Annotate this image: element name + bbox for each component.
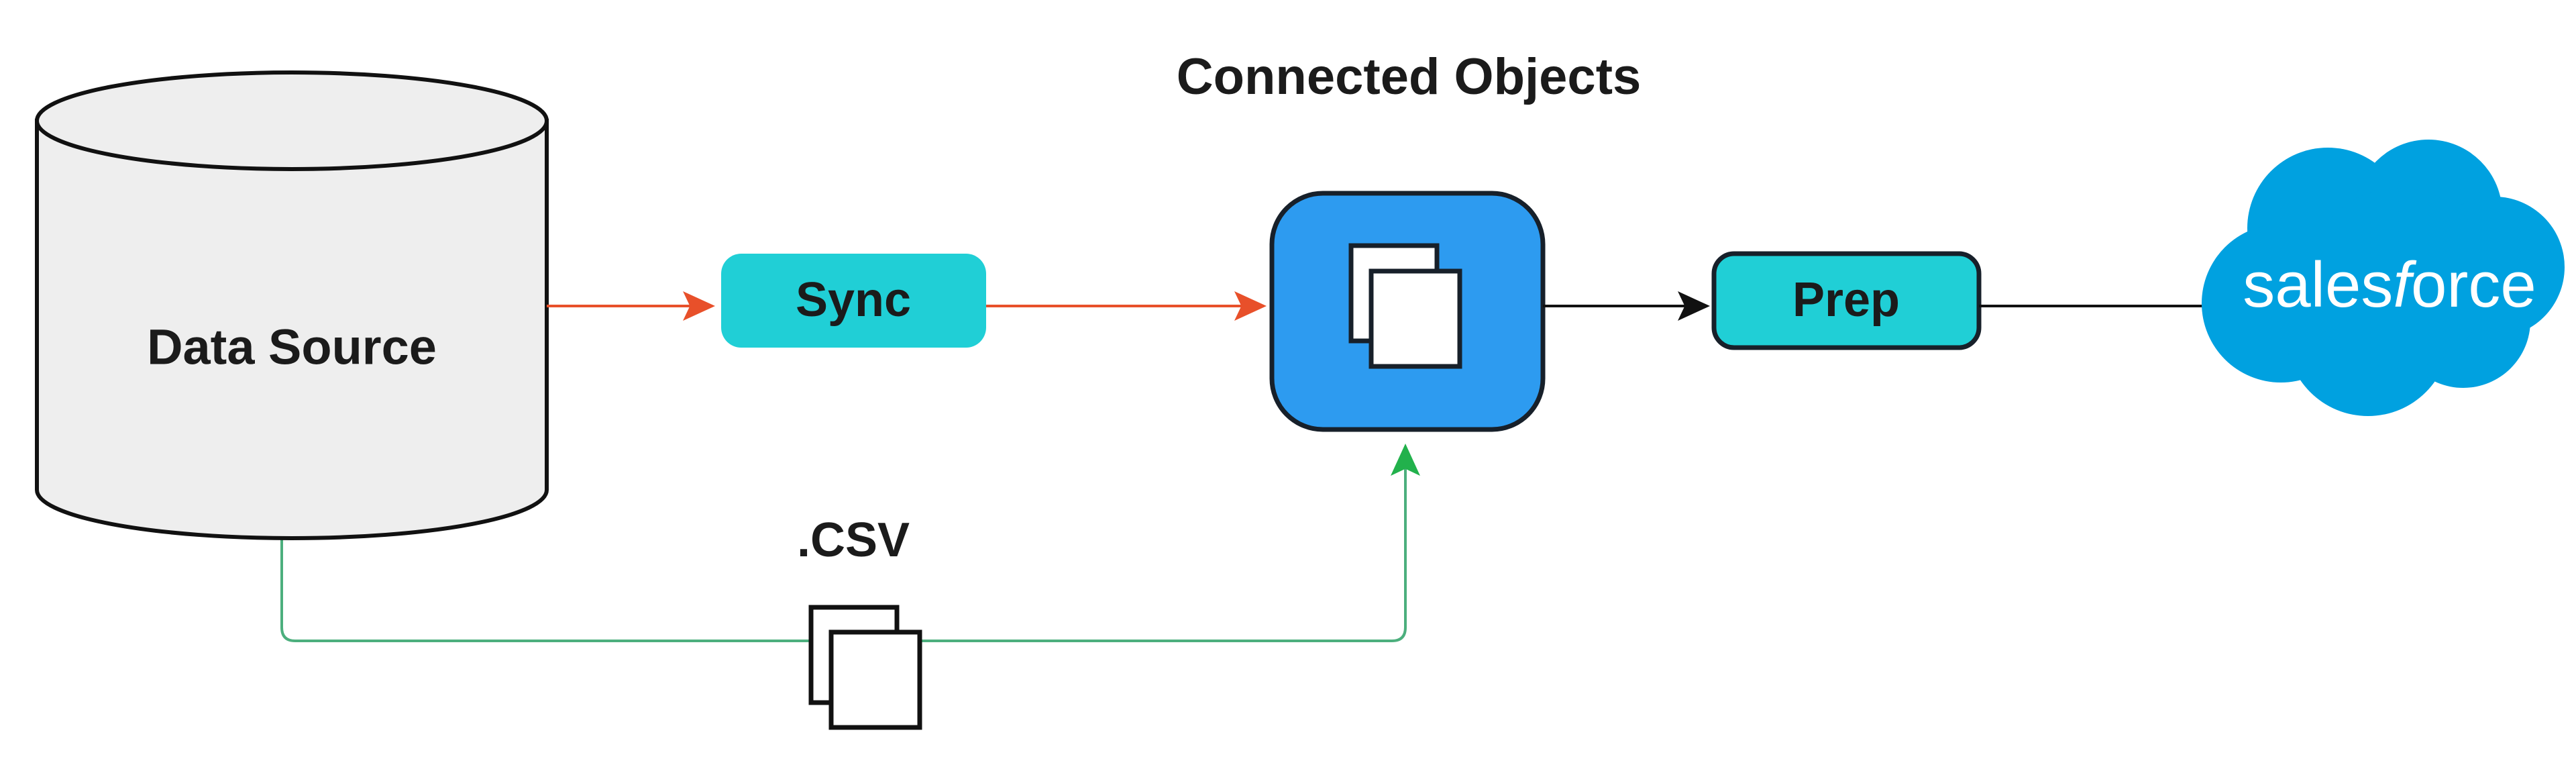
- csv-label: .CSV: [797, 513, 910, 567]
- data-source-label: Data Source: [147, 319, 437, 375]
- prep-label: Prep: [1792, 273, 1900, 327]
- node-sync[interactable]: Sync: [721, 254, 986, 348]
- salesforce-cloud-icon: [2202, 140, 2565, 416]
- prep-box: [1711, 251, 1982, 350]
- csv-document-front-page-icon: [828, 629, 922, 730]
- page-title: Connected Objects: [1177, 48, 1642, 105]
- csv-documents-stack-icon: [808, 605, 922, 730]
- cylinder-top-ellipse: [35, 70, 549, 171]
- node-prep[interactable]: Prep: [1711, 251, 1982, 350]
- salesforce-wordmark: salesforce: [2243, 249, 2536, 321]
- node-salesforce[interactable]: salesforce: [2202, 140, 2565, 416]
- node-connected-objects[interactable]: [1269, 191, 1546, 432]
- documents-stack-icon: [1348, 243, 1462, 369]
- cylinder-body: [35, 119, 549, 540]
- document-front-page-icon: [1368, 268, 1462, 369]
- sync-box: [721, 254, 986, 348]
- sync-label: Sync: [796, 273, 911, 327]
- node-data-source[interactable]: Data Source: [35, 70, 549, 540]
